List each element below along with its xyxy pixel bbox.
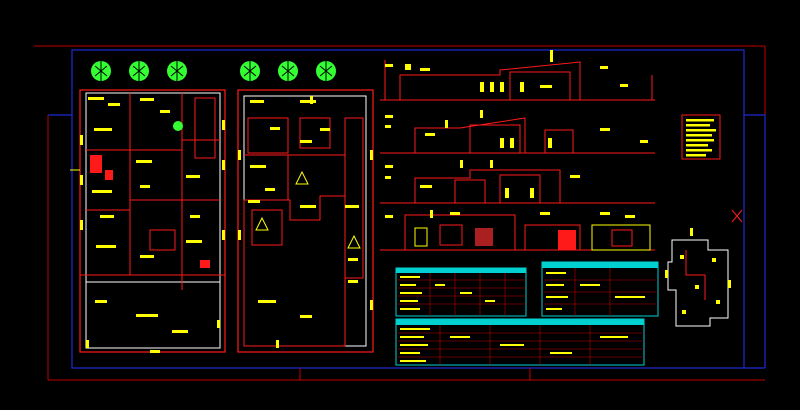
sections [380,50,655,251]
floor-plan-left [70,89,226,353]
tree-icon [167,61,187,81]
sheet-frame [34,45,766,381]
site-plan [665,209,743,327]
tree-icon [316,61,336,81]
legend-box [681,114,721,160]
tree-icon [129,61,149,81]
triangle-level-icon [255,216,269,231]
trees [91,61,336,81]
triangle-level-icon [347,234,361,249]
floor-plan-right [237,89,374,353]
tree-icon [240,61,260,81]
schedule-tables [395,261,659,366]
tree-icon [91,61,111,81]
triangle-level-icon [295,170,309,185]
tree-icon [278,61,298,81]
